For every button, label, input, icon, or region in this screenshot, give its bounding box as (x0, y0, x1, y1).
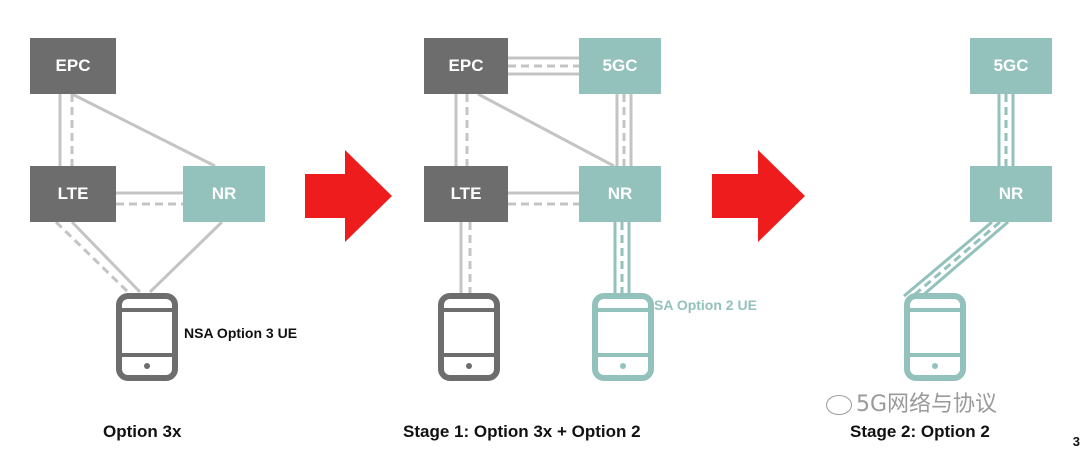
lte-node: LTE (30, 166, 116, 222)
right-arrow-icon (712, 150, 805, 242)
lte-node: LTE (424, 166, 508, 222)
panel-caption: Stage 1: Option 3x + Option 2 (403, 422, 641, 441)
ue-label: NSA Option 3 UE (184, 325, 298, 341)
watermark-text: 5G网络与协议 (856, 392, 998, 417)
page-number: 3 (1072, 434, 1080, 449)
phone-icon (592, 293, 654, 381)
watermark: 5G网络与协议 (826, 386, 997, 418)
epc-nr-link (71, 92, 216, 168)
nr-node: NR (970, 166, 1052, 222)
5gc-node: 5GC (579, 38, 661, 94)
epc-node: EPC (424, 38, 508, 94)
nr-ue-solid-link-3a (903, 220, 993, 298)
nr-ue-dashed-link-3 (912, 220, 1001, 298)
lte-ue-solid-link (70, 220, 142, 294)
ue-label: SA Option 2 UE (654, 297, 757, 313)
phone-icon (438, 293, 500, 381)
phone-icon (116, 293, 178, 381)
nr-ue-link (148, 220, 224, 294)
lte-ue-dashed-link (54, 220, 130, 294)
wechat-logo-icon (826, 395, 852, 415)
nr-ue-solid-link-3b (921, 220, 1009, 298)
right-arrow-icon (305, 150, 392, 242)
5gc-node: 5GC (970, 38, 1052, 94)
epc-nr-link-2 (477, 92, 615, 168)
phone-icon (904, 293, 966, 381)
panel-caption: Stage 2: Option 2 (850, 422, 990, 441)
nr-node: NR (579, 166, 661, 222)
panel-caption: Option 3x (103, 422, 182, 441)
epc-node: EPC (30, 38, 116, 94)
nr-node: NR (183, 166, 265, 222)
